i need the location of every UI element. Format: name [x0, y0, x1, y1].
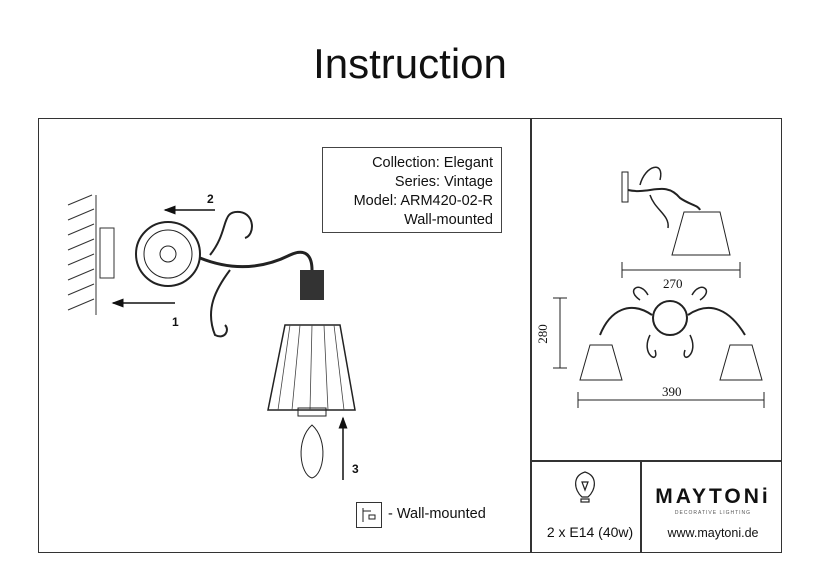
dimension-height: 280 [534, 324, 550, 344]
brand-logo: MAYTONi [655, 485, 771, 508]
wall-mount-icon [356, 502, 382, 528]
mounting-bracket [99, 227, 115, 279]
step-number-1: 1 [172, 315, 179, 329]
bulb-spec: 2 x E14 (40w) [546, 524, 634, 540]
brand-url[interactable]: www.maytoni.de [667, 526, 759, 540]
lampshade [267, 324, 356, 411]
step-number-2: 2 [207, 192, 214, 206]
diagram-frame [38, 118, 782, 553]
product-info-box: Collection: Elegant Series: Vintage Mode… [322, 147, 502, 233]
divider [530, 118, 532, 553]
divider [530, 460, 782, 462]
bulb-drawing [300, 424, 324, 479]
dimension-side-width: 270 [663, 276, 683, 291]
dimension-front-width: 390 [662, 384, 682, 399]
canopy [135, 221, 201, 287]
page-title: Instruction [313, 40, 507, 87]
scrollwork [209, 210, 253, 338]
legend-text: - Wall-mounted [388, 506, 486, 522]
wall-hatch [67, 194, 97, 315]
collection-label: Collection: Elegant [372, 155, 493, 171]
brand-tagline: DECORATIVE LIGHTING [674, 510, 752, 516]
series-label: Series: Vintage [394, 174, 493, 190]
socket [300, 270, 324, 300]
front-view [553, 286, 765, 408]
step-number-3: 3 [352, 462, 359, 476]
model-label: Model: ARM420-02-R [353, 193, 493, 209]
side-view [621, 166, 741, 278]
light-bulb-icon [575, 471, 595, 503]
divider [640, 460, 642, 553]
mounting-label: Wall-mounted [404, 212, 493, 228]
arm [199, 250, 314, 271]
